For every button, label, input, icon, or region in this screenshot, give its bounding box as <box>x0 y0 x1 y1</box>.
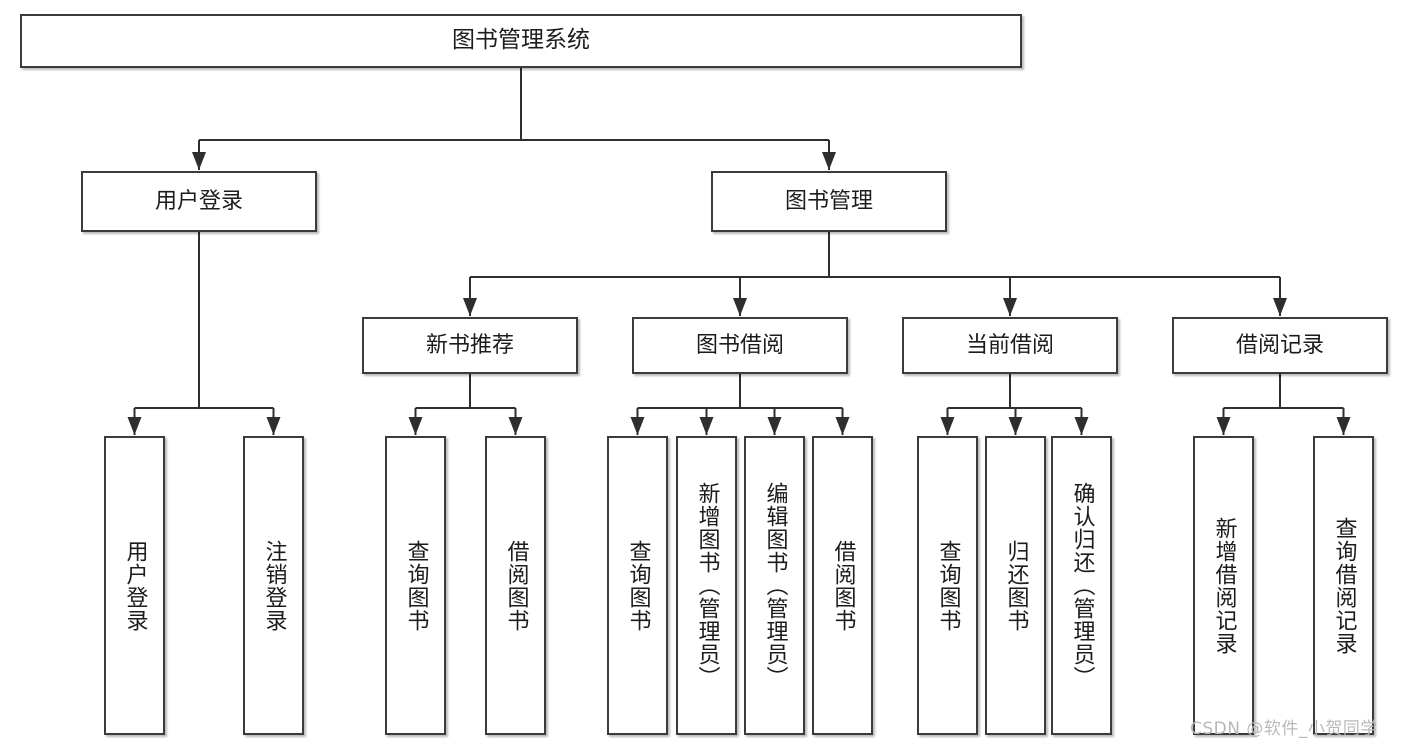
node-leaf-add-book[interactable]: 新增图书（管理员） <box>676 436 737 735</box>
node-leaf-edit-book[interactable]: 编辑图书（管理员） <box>744 436 805 735</box>
node-leaf-query-book-3-label: 查询图书 <box>935 539 961 632</box>
node-borrow-record-label: 借阅记录 <box>1235 332 1324 358</box>
node-leaf-borrow-book-1[interactable]: 借阅图书 <box>485 436 546 735</box>
node-new-book-recommend-label: 新书推荐 <box>425 332 514 358</box>
node-leaf-borrow-book-1-label: 借阅图书 <box>503 539 529 632</box>
node-leaf-user-login-label: 用户登录 <box>122 539 148 632</box>
node-leaf-query-book-1-label: 查询图书 <box>403 539 429 632</box>
node-leaf-return-book[interactable]: 归还图书 <box>985 436 1046 735</box>
node-leaf-logout-label: 注销登录 <box>261 539 287 632</box>
node-leaf-edit-book-label: 编辑图书（管理员） <box>762 482 788 689</box>
node-leaf-query-book-2-label: 查询图书 <box>625 539 651 632</box>
node-leaf-confirm-return-label: 确认归还（管理员） <box>1069 482 1095 689</box>
node-leaf-query-book-2[interactable]: 查询图书 <box>607 436 668 735</box>
node-leaf-query-record[interactable]: 查询借阅记录 <box>1313 436 1374 735</box>
node-leaf-add-record-label: 新增借阅记录 <box>1211 516 1237 655</box>
node-new-book-recommend[interactable]: 新书推荐 <box>362 317 578 374</box>
node-book-borrow[interactable]: 图书借阅 <box>632 317 848 374</box>
node-user-login-label: 用户登录 <box>154 188 243 214</box>
node-leaf-query-book-1[interactable]: 查询图书 <box>385 436 446 735</box>
node-leaf-borrow-book-2-label: 借阅图书 <box>830 539 856 632</box>
node-book-manage-label: 图书管理 <box>784 188 873 214</box>
node-root[interactable]: 图书管理系统 <box>20 14 1022 68</box>
node-book-borrow-label: 图书借阅 <box>695 332 784 358</box>
node-leaf-query-book-3[interactable]: 查询图书 <box>917 436 978 735</box>
node-borrow-record[interactable]: 借阅记录 <box>1172 317 1388 374</box>
node-leaf-user-login[interactable]: 用户登录 <box>104 436 165 735</box>
node-current-borrow[interactable]: 当前借阅 <box>902 317 1118 374</box>
node-leaf-return-book-label: 归还图书 <box>1003 539 1029 632</box>
node-leaf-add-record[interactable]: 新增借阅记录 <box>1193 436 1254 735</box>
csdn-watermark: CSDN @软件_小贺同学 <box>1190 719 1378 739</box>
node-leaf-borrow-book-2[interactable]: 借阅图书 <box>812 436 873 735</box>
node-user-login[interactable]: 用户登录 <box>81 171 317 232</box>
node-book-manage[interactable]: 图书管理 <box>711 171 947 232</box>
node-current-borrow-label: 当前借阅 <box>965 332 1054 358</box>
node-leaf-confirm-return[interactable]: 确认归还（管理员） <box>1051 436 1112 735</box>
node-root-label: 图书管理系统 <box>452 27 590 54</box>
node-leaf-query-record-label: 查询借阅记录 <box>1331 516 1357 655</box>
node-leaf-logout[interactable]: 注销登录 <box>243 436 304 735</box>
node-leaf-add-book-label: 新增图书（管理员） <box>694 482 720 689</box>
